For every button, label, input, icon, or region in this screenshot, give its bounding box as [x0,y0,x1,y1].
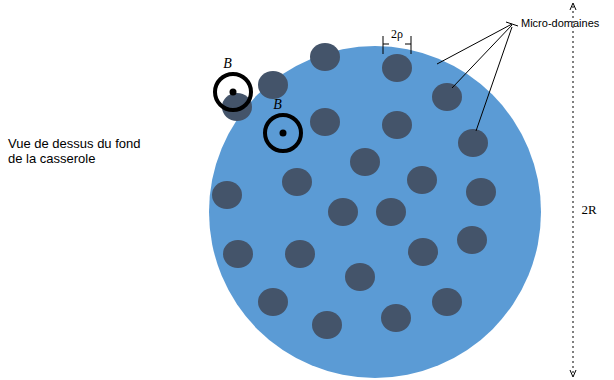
micro-domain [282,168,312,196]
pan-bottom-disc [209,46,541,378]
micro-domain-group [212,43,496,339]
micro-domain [432,288,462,316]
dimension-label: 2ρ [391,28,403,42]
dimension-label: 2R [581,203,596,218]
micro-domain [432,83,462,111]
micro-domain [408,238,438,266]
micro-domain [223,240,253,268]
micro-domain [382,54,412,82]
micro-domain [350,148,380,176]
leader-line [437,22,518,131]
micro-domain [458,129,488,157]
micro-domain [310,108,340,136]
micro-domain [258,288,288,316]
field-symbol [265,115,301,151]
micro-domain [407,166,437,194]
micro-domain [310,43,340,71]
micro-domain [345,263,375,291]
micro-domain [312,311,342,339]
micro-domain [285,240,315,268]
micro-domain [457,226,487,254]
micro-domain [212,181,242,209]
micro-domain [258,71,288,99]
micro-domain [328,198,358,226]
micro-domain [381,304,411,332]
field-vector-label: B⃗ [273,97,292,113]
radius-dimension [573,6,574,374]
micro-domain [466,178,496,206]
view-caption: Vue de dessus du fond de la casserole [8,137,158,167]
micro-domain [382,111,412,139]
micro-domain [376,198,406,226]
field-symbol [215,74,251,110]
field-vector-label: B⃗ [223,56,242,72]
part-label: Micro-domaines [521,17,599,30]
